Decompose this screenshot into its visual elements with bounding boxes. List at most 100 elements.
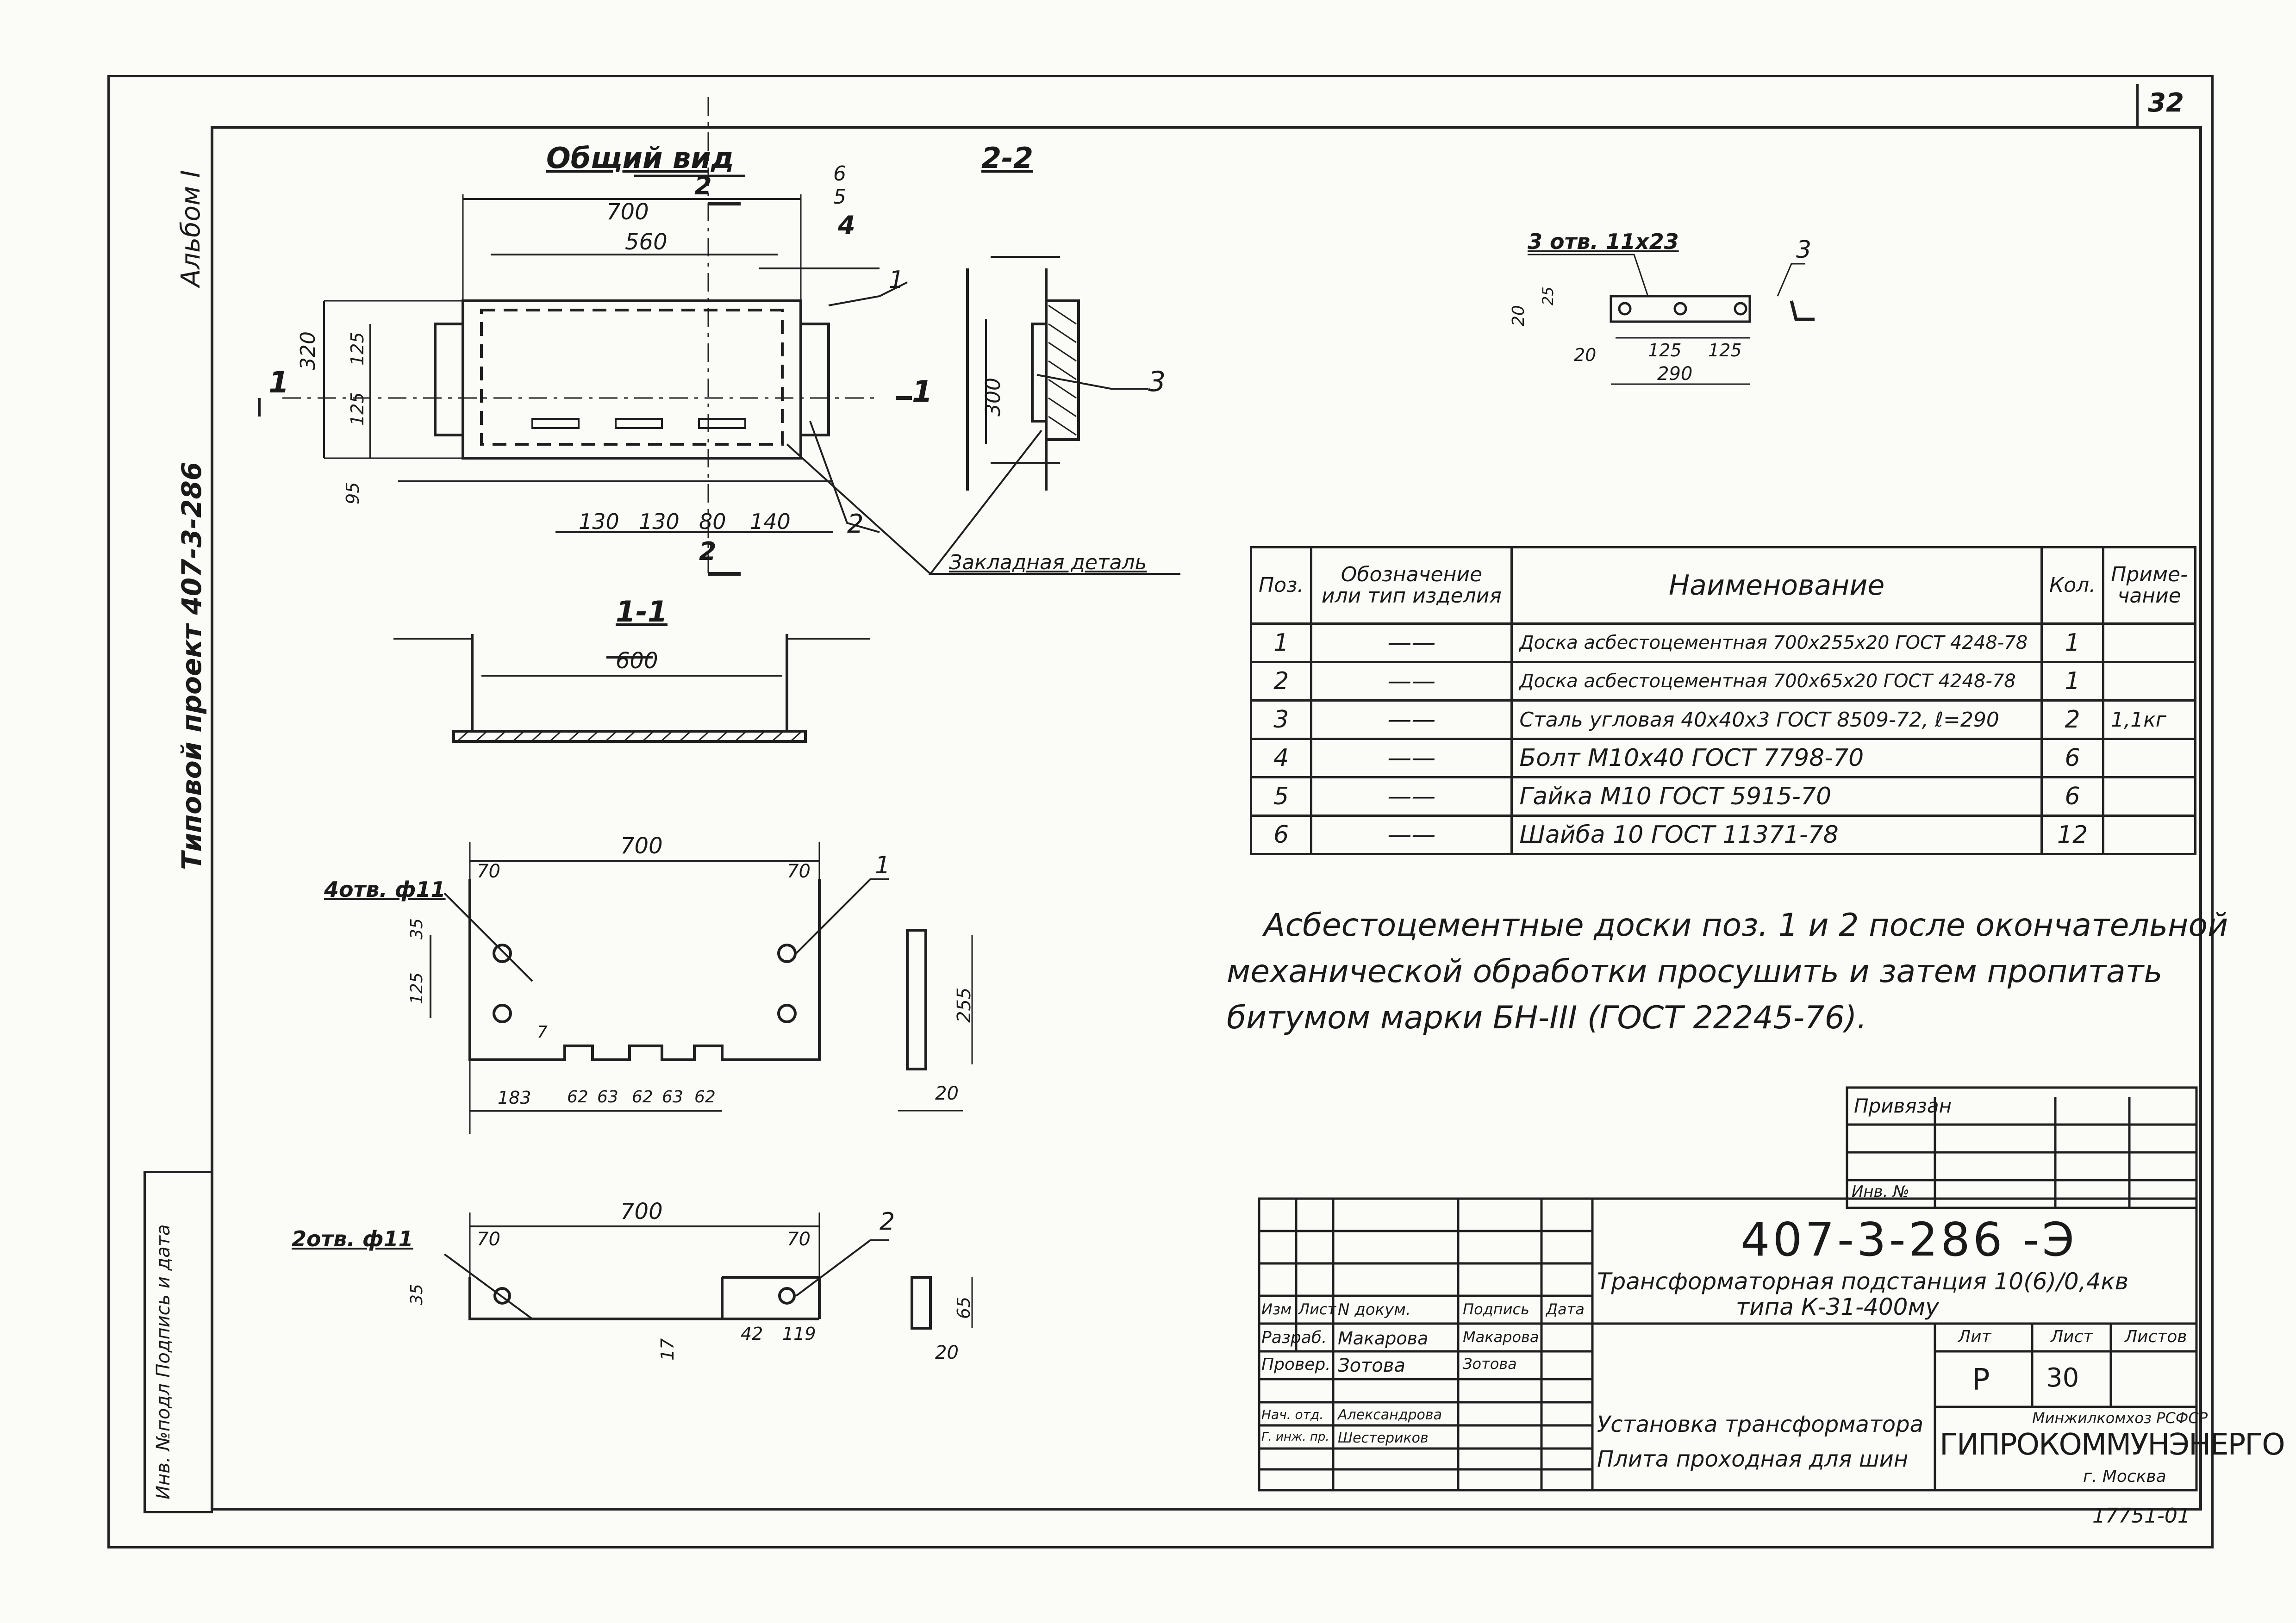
section-1-1-title: 1-1: [616, 595, 668, 628]
role-razrab: Разраб.: [1261, 1328, 1327, 1347]
row-pos: 5: [1249, 776, 1313, 817]
drawing-title-1: Установка трансформатора: [1597, 1412, 1924, 1437]
plate-outline: [462, 299, 802, 460]
header-designation: Обозначение или тип изделия: [1310, 546, 1513, 625]
dim-320: 320: [296, 331, 320, 370]
row-qty: 6: [2040, 738, 2105, 778]
plate1-dim-125: 125: [407, 972, 426, 1004]
org-name: ГИПРОКОММУНЭНЕРГО: [1940, 1428, 2285, 1462]
callout-1: 1: [889, 266, 905, 294]
row-designation: ——: [1310, 699, 1513, 740]
plate1-dim-62a: 62: [567, 1088, 588, 1107]
angle-dim-290: 290: [1657, 363, 1693, 385]
sheet-label: Лист: [2051, 1327, 2093, 1346]
row-note: [2102, 622, 2196, 663]
dim-125-b: 125: [347, 392, 368, 426]
callout-3: 3: [1148, 366, 1166, 398]
row-note: [2102, 738, 2196, 778]
cut-mark-right: 1: [912, 375, 933, 409]
row-qty: 6: [2040, 776, 2105, 817]
plate1-dim-70b: 70: [787, 861, 811, 882]
general-view: [258, 97, 912, 578]
sheet-value: 30: [2046, 1363, 2079, 1393]
note-line-1: Асбестоцементные доски поз. 1 и 2 после …: [1264, 907, 2228, 944]
row-pos: 3: [1249, 699, 1313, 740]
dim-95: 95: [343, 482, 363, 504]
callout-5: 5: [833, 185, 846, 209]
spec-header-row: Поз. Обозначение или тип изделия Наимено…: [1249, 546, 2196, 625]
row-name: Гайка М10 ГОСТ 5915-70: [1510, 776, 2043, 817]
binding-inv-no: Инв. №: [1852, 1182, 1909, 1201]
plate1-dim-63a: 63: [597, 1088, 618, 1107]
cut-mark-top: 2: [694, 171, 712, 200]
row-pos: 2: [1249, 661, 1313, 702]
row-name: Доска асбестоцементная 700х65х20 ГОСТ 42…: [1510, 661, 2043, 702]
plate1-dim-62b: 62: [632, 1088, 653, 1107]
row-pos: 4: [1249, 738, 1313, 778]
plate2-callout: 2: [880, 1208, 895, 1236]
plate2-dim-119: 119: [782, 1324, 816, 1344]
plate2-dim-42: 42: [741, 1324, 763, 1344]
cut-mark-left: 1: [268, 366, 289, 400]
dim-600: 600: [616, 648, 658, 674]
plate1-dim-255: 255: [954, 987, 975, 1023]
table-row: 4 —— Болт М10х40 ГОСТ 7798-70 6: [1249, 738, 2196, 778]
role-gip: Г. инж. пр.: [1261, 1430, 1329, 1444]
role-nach-otd: Нач. отд.: [1261, 1407, 1324, 1422]
header-qty: Кол.: [2040, 546, 2105, 625]
sign-razrab: Макарова: [1463, 1328, 1539, 1346]
angle-dim-20b: 20: [1574, 345, 1597, 365]
row-qty: 2: [2040, 699, 2105, 740]
plate1-dim-63b: 63: [662, 1088, 683, 1107]
row-designation: ——: [1310, 738, 1513, 778]
col-list: Лист: [1298, 1300, 1336, 1318]
col-doc: N докум.: [1338, 1300, 1411, 1319]
general-view-title: Общий вид: [546, 141, 734, 175]
row-note: [2102, 815, 2196, 855]
row-pos: 1: [1249, 622, 1313, 663]
row-designation: ——: [1310, 776, 1513, 817]
plate1-dim-700: 700: [620, 833, 663, 859]
role-prover: Провер.: [1261, 1355, 1331, 1374]
plate1-dim-7: 7: [537, 1023, 548, 1042]
plate1-dim-70a: 70: [477, 861, 500, 882]
cut-mark-bottom: 2: [699, 537, 717, 566]
table-row: 6 —— Шайба 10 ГОСТ 11371-78 12: [1249, 815, 2196, 855]
row-name: Сталь угловая 40х40х3 ГОСТ 8509-72, ℓ=29…: [1510, 699, 2043, 740]
name-razrab: Макарова: [1338, 1328, 1429, 1349]
plate2-dim-20: 20: [935, 1342, 959, 1363]
dim-700: 700: [606, 199, 649, 225]
section-2-2-title: 2-2: [981, 141, 1034, 175]
col-date: Дата: [1546, 1300, 1585, 1318]
page-number: 32: [2148, 88, 2184, 118]
embedded-part-label: Закладная деталь: [949, 551, 1147, 574]
drawing-title-2: Плита проходная для шин: [1597, 1446, 1909, 1472]
dim-130-b: 130: [639, 509, 680, 534]
callout-6: 6: [833, 162, 846, 186]
name-nach-otd: Александрова: [1338, 1407, 1442, 1423]
header-pos: Поз.: [1249, 546, 1313, 625]
archive-number: 17751-01: [2092, 1504, 2190, 1528]
left-flange: [434, 323, 464, 436]
row-pos: 6: [1249, 815, 1313, 855]
row-designation: ——: [1310, 622, 1513, 663]
opening-dashed: [480, 309, 784, 446]
table-row: 3 —— Сталь угловая 40х40х3 ГОСТ 8509-72,…: [1249, 699, 2196, 740]
col-izm: Изм: [1261, 1300, 1292, 1318]
name-gip: Шестериков: [1338, 1430, 1429, 1446]
outer-border: [107, 75, 2214, 1548]
specification-table: Поз. Обозначение или тип изделия Наимено…: [1249, 546, 2196, 855]
page-number-box: [2136, 84, 2194, 128]
plate-1: [430, 842, 973, 1134]
table-row: 1 —— Доска асбестоцементная 700х255х20 Г…: [1249, 622, 2196, 663]
angle-holes-label: 3 отв. 11х23: [1528, 229, 1679, 254]
sign-prover: Зотова: [1463, 1355, 1517, 1373]
row-name: Шайба 10 ГОСТ 11371-78: [1510, 815, 2043, 855]
angle-callout: 3: [1796, 236, 1812, 264]
plate1-callout: 1: [875, 852, 891, 879]
plate2-dim-65: 65: [954, 1296, 974, 1319]
stage-value: Р: [1972, 1363, 1990, 1397]
doc-code: 407-3-286 -Э: [1741, 1213, 2078, 1267]
row-qty: 12: [2040, 815, 2105, 855]
